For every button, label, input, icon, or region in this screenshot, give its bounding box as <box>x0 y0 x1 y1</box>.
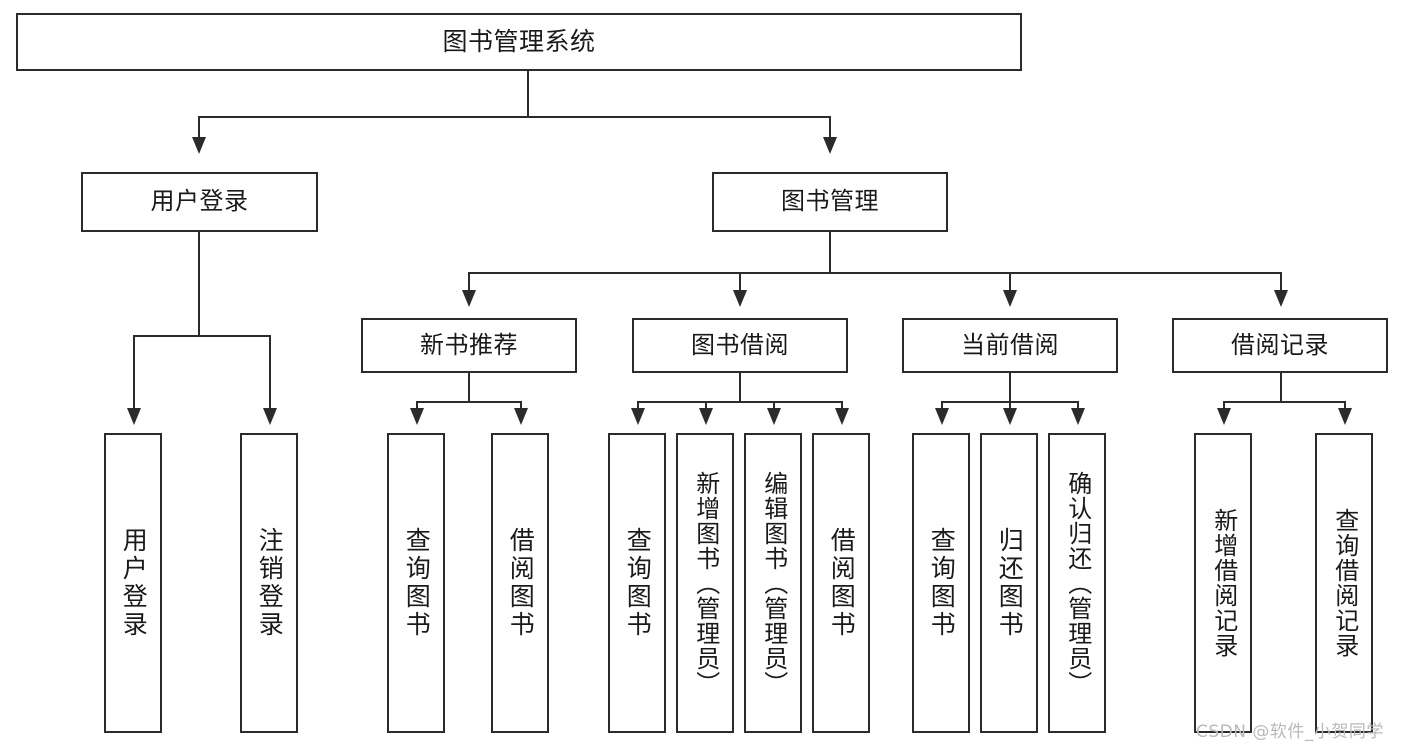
node-label: 图书管理 <box>781 187 879 216</box>
connector-borrow-record-bus <box>1223 401 1344 403</box>
connector-current-borrow-stem <box>1009 373 1011 402</box>
node-label: 新书推荐 <box>420 330 518 359</box>
leaf-book-borrow-borrow[interactable]: 借阅图书 <box>812 433 870 733</box>
connector-borrow-record-to-leaf-2 <box>1344 401 1346 413</box>
connector-book-borrow-to-leaf-1 <box>637 401 639 413</box>
connector-new-book-stem <box>468 373 470 402</box>
connector-book-borrow-to-leaf-2 <box>705 401 707 413</box>
arrow-current-borrow-to-leaf-3 <box>1071 408 1085 425</box>
arrow-book-borrow-to-leaf-1 <box>631 408 645 425</box>
connector-book-mgmt-stem <box>829 232 831 274</box>
leaf-user-login-logout[interactable]: 注销登录 <box>240 433 298 733</box>
node-label: 注销登录 <box>255 527 285 639</box>
arrow-book-borrow-to-leaf-2 <box>699 408 713 425</box>
connector-book-borrow-to-leaf-3 <box>773 401 775 413</box>
leaf-current-borrow-return[interactable]: 归还图书 <box>980 433 1038 733</box>
arrow-book-mgmt-to-book-borrow <box>733 290 747 307</box>
arrow-user-login-to-leaf-1 <box>127 408 141 425</box>
node-label: 新增图书（管理员） <box>691 470 720 696</box>
node-new-book-recommend[interactable]: 新书推荐 <box>361 318 577 373</box>
leaf-book-borrow-edit[interactable]: 编辑图书（管理员） <box>744 433 802 733</box>
connector-current-borrow-to-leaf-3 <box>1077 401 1079 413</box>
leaf-borrow-record-query[interactable]: 查询借阅记录 <box>1315 433 1373 733</box>
leaf-new-book-query[interactable]: 查询图书 <box>387 433 445 733</box>
connector-borrow-record-to-leaf-1 <box>1223 401 1225 413</box>
node-label: 新增借阅记录 <box>1209 508 1238 658</box>
arrow-user-login-to-leaf-2 <box>263 408 277 425</box>
node-book-management[interactable]: 图书管理 <box>712 172 948 232</box>
arrow-root-to-user-login <box>192 137 206 154</box>
connector-user-login-bus <box>133 335 269 337</box>
connector-book-mgmt-to-new-book <box>468 272 470 294</box>
connector-new-book-to-leaf-2 <box>520 401 522 413</box>
connector-root-stem <box>527 71 529 117</box>
connector-root-to-user-login <box>198 116 200 144</box>
node-label: 借阅记录 <box>1231 330 1329 359</box>
connector-book-mgmt-to-book-borrow <box>739 272 741 294</box>
node-label: 编辑图书（管理员） <box>759 470 788 696</box>
arrow-root-to-book-mgmt <box>823 137 837 154</box>
node-label: 用户登录 <box>119 527 149 639</box>
arrow-current-borrow-to-leaf-1 <box>935 408 949 425</box>
node-root-system[interactable]: 图书管理系统 <box>16 13 1022 71</box>
node-label: 借阅图书 <box>827 527 857 639</box>
connector-user-login-to-leaf-1 <box>133 335 135 413</box>
arrow-book-borrow-to-leaf-4 <box>835 408 849 425</box>
leaf-current-borrow-query[interactable]: 查询图书 <box>912 433 970 733</box>
connector-user-login-stem <box>198 232 200 336</box>
node-label: 用户登录 <box>150 187 249 216</box>
node-label: 当前借阅 <box>961 330 1059 359</box>
node-label: 归还图书 <box>995 527 1025 639</box>
node-label: 查询图书 <box>623 527 653 639</box>
connector-book-mgmt-to-current-borrow <box>1009 272 1011 294</box>
leaf-book-borrow-query[interactable]: 查询图书 <box>608 433 666 733</box>
connector-book-borrow-to-leaf-4 <box>841 401 843 413</box>
leaf-current-borrow-confirm-return[interactable]: 确认归还（管理员） <box>1048 433 1106 733</box>
connector-book-mgmt-to-borrow-record <box>1280 272 1282 294</box>
leaf-book-borrow-add[interactable]: 新增图书（管理员） <box>676 433 734 733</box>
node-label: 借阅图书 <box>506 527 536 639</box>
connector-book-mgmt-bus <box>468 272 1280 274</box>
node-borrow-record[interactable]: 借阅记录 <box>1172 318 1388 373</box>
node-user-login[interactable]: 用户登录 <box>81 172 318 232</box>
leaf-user-login-login[interactable]: 用户登录 <box>104 433 162 733</box>
connector-current-borrow-to-leaf-1 <box>941 401 943 413</box>
connector-book-borrow-bus <box>637 401 842 403</box>
arrow-new-book-to-leaf-2 <box>514 408 528 425</box>
connector-borrow-record-stem <box>1280 373 1282 402</box>
arrow-book-mgmt-to-new-book <box>462 290 476 307</box>
node-label: 确认归还（管理员） <box>1063 470 1092 696</box>
connector-root-to-book-mgmt <box>829 116 831 144</box>
csdn-watermark: CSDN @软件_小贺同学 <box>1196 722 1384 742</box>
node-label: 图书管理系统 <box>442 26 596 56</box>
node-label: 查询图书 <box>402 527 432 639</box>
arrow-book-borrow-to-leaf-3 <box>767 408 781 425</box>
node-current-borrow[interactable]: 当前借阅 <box>902 318 1118 373</box>
connector-new-book-bus <box>416 401 520 403</box>
connector-book-borrow-stem <box>739 373 741 402</box>
arrow-current-borrow-to-leaf-2 <box>1003 408 1017 425</box>
connector-root-bus <box>198 116 830 118</box>
arrow-book-mgmt-to-current-borrow <box>1003 290 1017 307</box>
node-label: 查询借阅记录 <box>1330 508 1359 658</box>
node-label: 查询图书 <box>927 527 957 639</box>
arrow-borrow-record-to-leaf-2 <box>1338 408 1352 425</box>
arrow-book-mgmt-to-borrow-record <box>1274 290 1288 307</box>
arrow-new-book-to-leaf-1 <box>410 408 424 425</box>
leaf-new-book-borrow[interactable]: 借阅图书 <box>491 433 549 733</box>
connector-current-borrow-to-leaf-2 <box>1009 401 1011 413</box>
leaf-borrow-record-add[interactable]: 新增借阅记录 <box>1194 433 1252 733</box>
node-label: 图书借阅 <box>691 330 789 359</box>
node-book-borrow[interactable]: 图书借阅 <box>632 318 848 373</box>
connector-user-login-to-leaf-2 <box>269 335 271 413</box>
arrow-borrow-record-to-leaf-1 <box>1217 408 1231 425</box>
connector-new-book-to-leaf-1 <box>416 401 418 413</box>
